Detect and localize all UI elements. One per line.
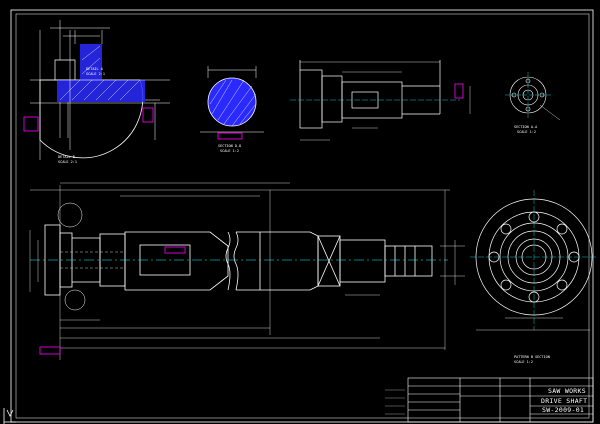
svg-text:PATTERN B SECTION: PATTERN B SECTION [514,355,550,359]
svg-text:SCALE 1:2: SCALE 1:2 [517,130,536,134]
drawing-frame [10,9,594,423]
spline-end-view [290,60,471,141]
detail-circles [57,202,86,311]
svg-text:SCALE 1:2: SCALE 1:2 [514,360,533,364]
flange-end-view-large [470,190,598,331]
svg-text:DETAIL A: DETAIL A [86,67,104,71]
bolt-circle-view-small [505,72,561,121]
title-block: SAW WORKS DRIVE SHAFT SW-2009-01 [385,377,594,423]
title-block-drawing-number: SW-2009-01 [542,406,584,414]
shaft-dimensions [29,182,465,360]
svg-text:SCALE 1:2: SCALE 1:2 [220,149,239,153]
ucs-axis-icon [3,408,16,424]
svg-text:SECTION D-D: SECTION D-D [218,144,241,148]
svg-text:SCALE 2:1: SCALE 2:1 [58,160,77,164]
title-block-company: SAW WORKS [548,387,586,395]
title-block-drawing-title: DRIVE SHAFT [541,397,587,405]
svg-text:SECTION A-A: SECTION A-A [514,125,538,129]
shaft-hidden-lines [60,251,125,269]
svg-text:DETAIL B: DETAIL B [58,155,75,159]
annotation-box [454,83,464,99]
svg-text:SCALE 2:1: SCALE 2:1 [86,72,105,76]
callout-box [164,246,186,254]
datum-box [39,346,61,355]
